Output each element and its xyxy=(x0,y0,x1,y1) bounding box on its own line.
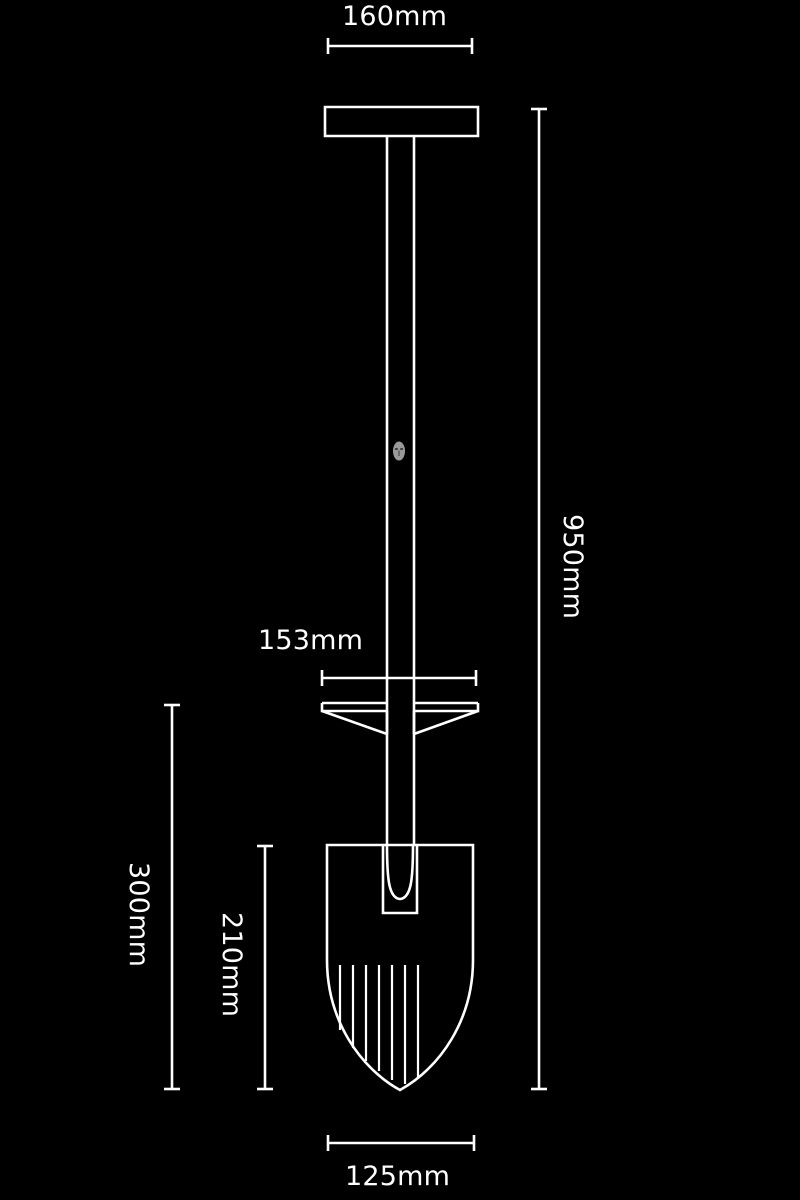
label-lower-section: 300mm xyxy=(123,862,154,968)
dimension-line-total-length xyxy=(531,107,547,1091)
dimension-line-lower-section xyxy=(164,703,180,1091)
blade-ribs xyxy=(338,965,420,1084)
shaft xyxy=(385,136,416,845)
label-blade-length: 210mm xyxy=(216,912,247,1018)
t-handle-bar xyxy=(323,105,480,138)
label-total-length: 950mm xyxy=(557,514,588,620)
blade-socket xyxy=(381,844,419,915)
dimension-line-footrest-width xyxy=(320,670,478,686)
label-blade-width: 125mm xyxy=(345,1161,451,1192)
label-footrest-width: 153mm xyxy=(258,625,364,656)
blade xyxy=(325,843,475,1092)
footrest-step xyxy=(320,701,480,736)
shaft-emblem-icon xyxy=(393,441,405,461)
label-handle-width: 160mm xyxy=(342,1,448,32)
dimension-line-blade-width xyxy=(326,1135,476,1151)
dimension-line-handle-width xyxy=(326,38,474,54)
dimension-line-blade-length xyxy=(257,844,273,1091)
